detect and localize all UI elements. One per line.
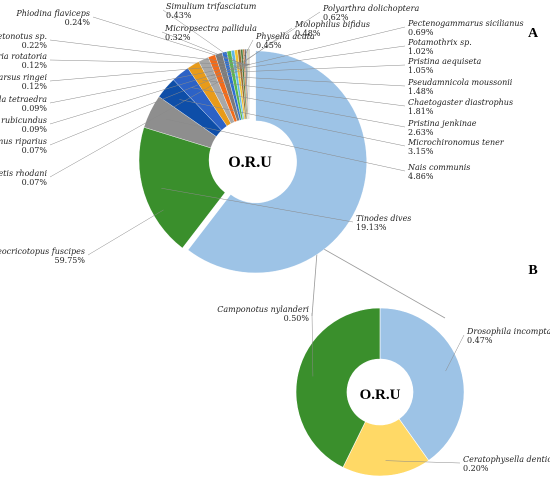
slice-label-name: Polyarthra dolichoptera <box>322 4 419 13</box>
pie-a-slice <box>138 127 226 249</box>
slice-label-value: 1.48% <box>408 87 434 96</box>
leader-lines <box>49 9 465 464</box>
slice-label-value: 0.48% <box>295 29 321 38</box>
slice-label-value: 0.24% <box>65 18 91 27</box>
slice-label-value: 0.20% <box>463 464 489 473</box>
slice-label-value: 0.69% <box>408 28 434 37</box>
slice-label-value: 0.09% <box>22 125 48 134</box>
slice-label-name: Rheocricotopus fuscipes <box>0 247 85 256</box>
slice-label-name: Micropsectra pallidula <box>164 24 257 33</box>
slice-label-value: 0.32% <box>165 33 191 42</box>
leader-line <box>49 39 246 65</box>
leader-line <box>235 27 293 69</box>
slice-label-value: 0.43% <box>166 11 192 20</box>
slice-label-name: Pristina jenkinae <box>407 119 477 128</box>
leader-line <box>161 31 243 65</box>
center-label-a: O.R.U <box>228 154 272 171</box>
slice-label-value: 0.07% <box>22 146 48 155</box>
leader-line <box>210 75 406 87</box>
slice-label-value: 0.62% <box>323 13 349 22</box>
leader-line <box>49 63 249 104</box>
slice-label-name: Phiodina flaviceps <box>15 9 90 18</box>
leader-line <box>49 63 249 125</box>
slice-label-name: Chaetonotus sp. <box>0 32 47 41</box>
leader-line <box>445 334 465 372</box>
leader-line <box>232 11 321 69</box>
slice-label-name: Pseudamnicola moussonii <box>407 78 513 87</box>
slice-label-name: Baetis rhodani <box>0 169 47 178</box>
slice-label-value: 3.15% <box>408 147 434 156</box>
connector-line <box>321 247 446 319</box>
slice-label-name: Orthocladius rubicundus <box>0 116 47 125</box>
slice-label-value: 0.12% <box>22 82 48 91</box>
leader-line <box>217 64 406 73</box>
leader-line <box>49 63 250 146</box>
leader-line <box>311 312 314 377</box>
pie-a <box>138 48 367 274</box>
pie-a-slice <box>187 50 367 274</box>
pie-b <box>295 307 465 477</box>
slice-label-value: 1.02% <box>408 47 434 56</box>
leader-line <box>49 59 247 65</box>
slice-label-value: 19.13% <box>356 223 387 232</box>
slice-label-value: 1.81% <box>408 107 434 116</box>
leader-line <box>161 187 354 223</box>
slice-label-value: 0.47% <box>467 336 493 345</box>
slice-label-name: Chironomus riparius <box>0 137 47 146</box>
slice-label-value: 0.09% <box>22 104 48 113</box>
leader-line <box>87 209 164 256</box>
slice-label-name: Nais communis <box>407 163 470 172</box>
slice-label-name: Simulium trifasciatum <box>166 2 257 11</box>
slice-label-value: 4.86% <box>408 172 434 181</box>
leader-line <box>49 63 248 82</box>
slice-label-value: 0.45% <box>256 41 282 50</box>
slice-label-value: 1.05% <box>408 66 434 75</box>
slice-label-name: Physella acuta <box>255 32 315 41</box>
pie-b-slice <box>295 307 381 468</box>
slice-label-value: 59.75% <box>54 256 85 265</box>
leader-line <box>191 87 406 128</box>
leader-line <box>385 460 461 464</box>
slice-label-name: Molophilus bifidus <box>294 20 370 29</box>
center-label-b: O.R.U <box>360 387 401 403</box>
leader-line <box>92 16 245 65</box>
slice-label-name: Rheotanytarsus ringei <box>0 73 47 82</box>
leader-line <box>49 63 250 178</box>
slice-label-name: Essenella tetraedra <box>0 95 47 104</box>
slice-label-name: Potamothrix sp. <box>407 38 472 47</box>
slice-label-name: Tinodes dives <box>356 214 411 223</box>
slice-label-value: 2.63% <box>408 128 434 137</box>
panel-letter-a: A <box>528 26 539 41</box>
slice-label-name: Drosophila incompta <box>466 327 550 336</box>
leader-line <box>166 118 406 172</box>
slice-label-name: Pectenogammarus sicilianus <box>407 19 524 28</box>
slice-label-value: 0.12% <box>22 61 48 70</box>
slice-label-name: Pristina aequiseta <box>407 57 482 66</box>
slice-label-name: Rotaria rotatoria <box>0 52 47 61</box>
leader-line <box>223 45 406 72</box>
slice-label-name: Microchironomus tener <box>407 138 505 147</box>
panel-letter-b: B <box>528 263 537 278</box>
slice-label-name: Ceratophysella denticulata <box>463 455 550 464</box>
leader-line <box>202 79 406 107</box>
leader-line <box>228 26 406 70</box>
leader-line <box>179 99 406 147</box>
pie-b-slice <box>379 307 465 461</box>
leader-line <box>162 9 241 65</box>
slice-label-name: Camponotus nylanderi <box>217 305 309 314</box>
connector-lines <box>311 239 446 319</box>
slice-label-value: 0.07% <box>22 178 48 187</box>
slice-label-name: Chaetogaster diastrophus <box>408 98 513 107</box>
slice-label-value: 0.22% <box>22 41 48 50</box>
slice-label-value: 0.50% <box>284 314 310 323</box>
